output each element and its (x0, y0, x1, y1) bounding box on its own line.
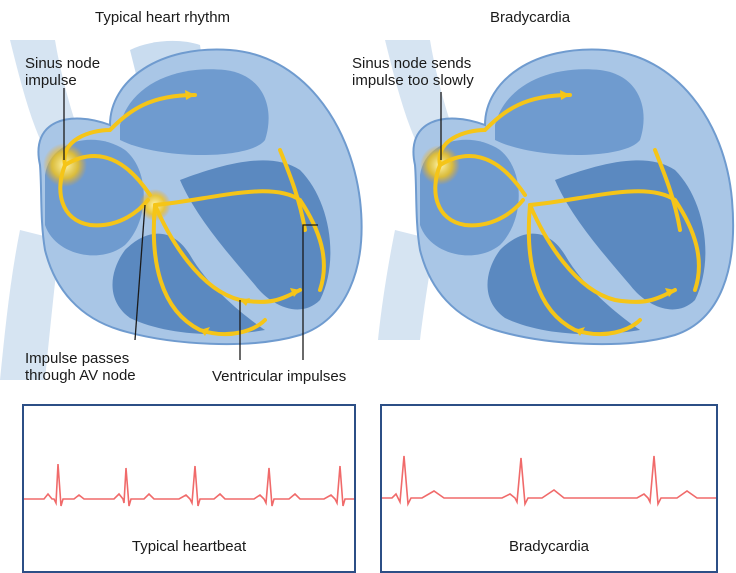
brady-title: Bradycardia (490, 9, 570, 26)
ecg-normal-caption: Typical heartbeat (24, 538, 354, 555)
ventricular-label: Ventricular impulses (212, 368, 346, 385)
sinus-node-label: Sinus node impulse (25, 55, 100, 89)
heart-normal (0, 40, 362, 380)
ecg-brady-caption: Bradycardia (382, 538, 716, 555)
brady-sinus-label: Sinus node sends impulse too slowly (352, 55, 474, 89)
av-node-label: Impulse passes through AV node (25, 350, 136, 384)
normal-title: Typical heart rhythm (95, 9, 230, 26)
ecg-brady-panel: Bradycardia (380, 404, 718, 573)
ecg-normal-panel: Typical heartbeat (22, 404, 356, 573)
